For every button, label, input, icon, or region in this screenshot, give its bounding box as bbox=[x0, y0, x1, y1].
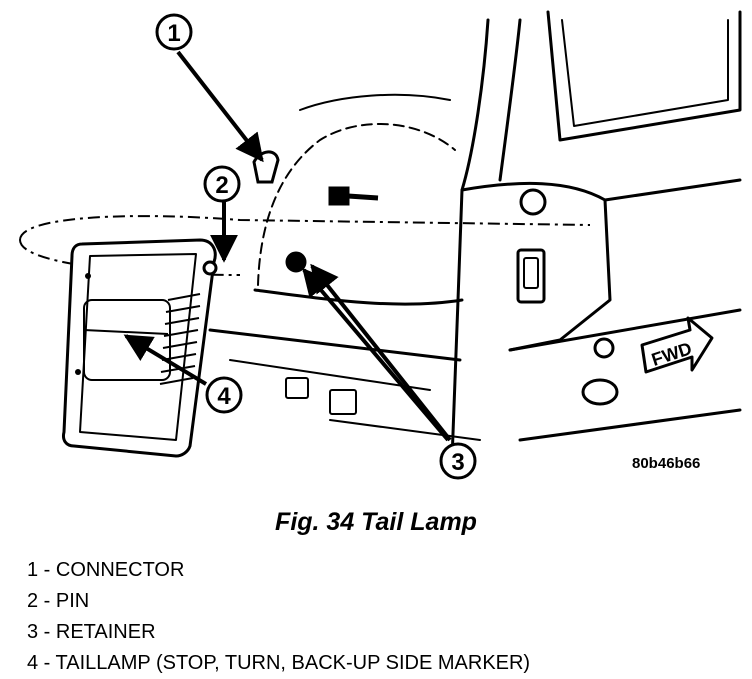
figure-caption: Fig. 34 Tail Lamp bbox=[275, 508, 477, 536]
legend-list: 1 - CONNECTOR 2 - PIN 3 - RETAINER 4 - T… bbox=[27, 555, 530, 679]
legend-item-retainer: 3 - RETAINER bbox=[27, 621, 156, 643]
callout-3-number: 3 bbox=[451, 449, 464, 476]
callout-1-number: 1 bbox=[167, 20, 180, 47]
leader-lines bbox=[123, 50, 452, 442]
mounting-bolt bbox=[328, 186, 379, 206]
leader-3b bbox=[310, 263, 452, 442]
legend-item-connector: 1 - CONNECTOR bbox=[27, 559, 185, 581]
callout-1: 1 bbox=[155, 13, 193, 51]
callout-3: 3 bbox=[439, 442, 477, 480]
reference-code: 80b46b66 bbox=[632, 455, 700, 472]
retainer-part bbox=[285, 251, 307, 273]
leader-1 bbox=[176, 50, 264, 163]
tail-lamp-diagram: FWD bbox=[19, 10, 742, 480]
leader-3a bbox=[302, 267, 450, 442]
callout-2-number: 2 bbox=[215, 172, 228, 199]
legend-item-pin: 2 - PIN bbox=[27, 590, 90, 612]
callout-4-number: 4 bbox=[217, 383, 231, 410]
callout-2: 2 bbox=[203, 165, 241, 203]
leader-4 bbox=[123, 334, 208, 386]
fwd-arrow: FWD bbox=[640, 316, 714, 374]
vehicle-body bbox=[208, 10, 742, 462]
callout-4: 4 bbox=[205, 376, 243, 414]
legend-item-taillamp: 4 - TAILLAMP (STOP, TURN, BACK-UP SIDE M… bbox=[27, 652, 531, 674]
taillamp-assembly bbox=[62, 238, 218, 458]
